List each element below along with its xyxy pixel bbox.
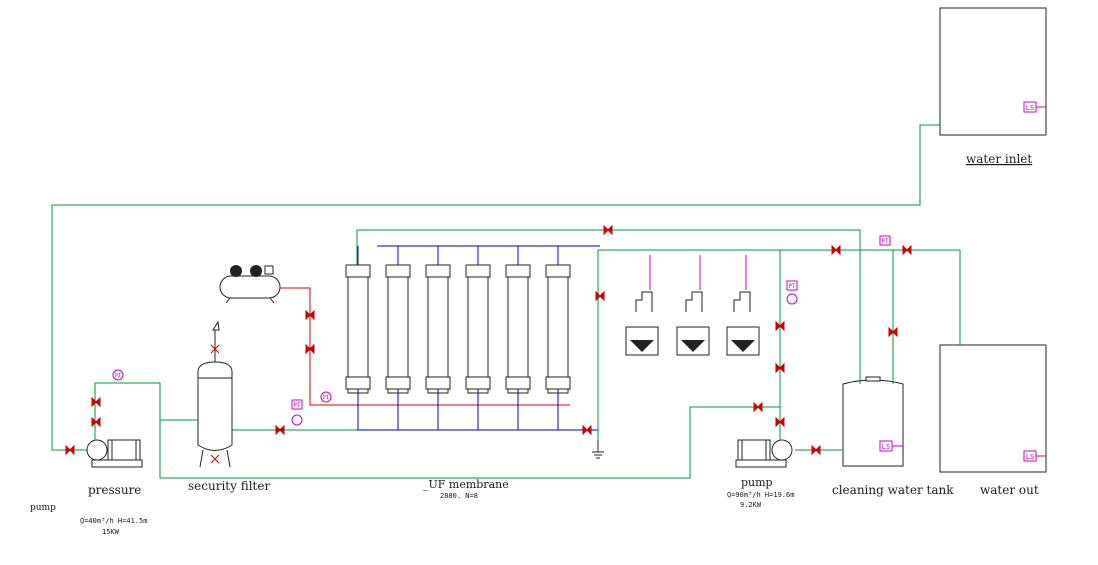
uf-membrane-label: _UF membrane [423,478,509,491]
svg-text:PI: PI [323,395,329,401]
valves [65,224,912,456]
pressure-indicator-pump: PI [112,369,124,381]
uf-membrane-4 [465,246,491,430]
valve-cip-2 [775,362,785,374]
uf-membrane-3 [425,246,451,430]
pump-right-label: pump [741,476,773,489]
dosing-tanks [625,291,760,356]
air-compressor [219,265,281,304]
pressure-transmitter-filter: PT [291,399,303,426]
uf-membranes [345,246,571,430]
security-filter-label: security filter [188,479,270,493]
valve-air-2 [305,343,315,355]
pump-right-power: 9.2KW [740,501,762,509]
cleaning-tank-label: cleaning water tank [832,483,954,497]
uf-membrane-spec: 2880. N=8 [440,492,478,500]
uf-top-manifold [356,229,600,265]
valve-cip-3 [753,401,763,413]
valve-product [902,244,912,256]
cleaning-water-tank: LS [842,376,904,467]
valve-concentrate [603,224,613,236]
uf-membrane-1 [345,246,371,430]
cleaning-pump [735,439,793,468]
security-filter [197,320,233,468]
valve-cip-out [811,444,821,456]
valve-backwash [595,290,605,302]
valve-clean-tank [888,326,898,338]
uf-membrane-6 [545,246,571,430]
pump-left-power: 15KW [102,528,120,536]
valve-inlet [65,444,75,456]
svg-text:LS: LS [1026,453,1034,461]
dosing-tank-2 [676,291,710,356]
svg-text:PT: PT [293,402,301,409]
dosing-tank-3 [726,291,760,356]
pressure-transmitter-permeate: PT [879,235,891,246]
svg-text:LS: LS [882,443,890,451]
pressure-indicator-uf: PI [320,391,332,403]
air-line [280,287,345,406]
pump-right-spec: Q=90m³/h H=19.6m [727,491,794,499]
inlet-pipe [51,124,940,451]
permeate-line [598,249,961,345]
uf-membrane-2 [385,246,411,430]
svg-text:PT: PT [788,283,796,290]
valve-pump-2 [91,416,101,428]
compressor-motor-icon [230,265,242,277]
water-out-label: water out [980,483,1039,497]
valve-filter-out [275,424,285,436]
svg-text:PI: PI [115,373,121,379]
pump-left-label-b: pressure [88,483,141,497]
valve-permeate [831,244,841,256]
water-out-tank: LS [939,344,1047,473]
pump-left-label-a: pump [30,503,56,513]
concentrate-line [600,229,861,384]
pump-discharge-pipe [94,382,198,440]
svg-text:LS: LS [1026,104,1034,112]
dosing-tank-1 [625,291,659,356]
filter-bypass-pipe [159,406,780,479]
valve-cip-1 [775,320,785,332]
pressure-transmitter-cip: PT [786,280,798,305]
pump-left-spec: Q=40m³/h H=41.5m [80,517,147,525]
valve-air-1 [305,309,315,321]
valve-bottom-drain [582,424,592,436]
pressure-pump [86,439,143,468]
valve-pump-1 [91,396,101,408]
svg-text:PT: PT [881,238,889,245]
drain-icon [592,440,604,459]
vent-valve-icon [210,344,220,354]
water-inlet-tank: LS [939,7,1047,136]
water-inlet-label: water inlet [966,152,1032,166]
vent-icon [212,320,220,331]
drain-valve-icon [210,454,220,464]
valve-cip-4 [775,416,785,428]
uf-membrane-5 [505,246,531,430]
